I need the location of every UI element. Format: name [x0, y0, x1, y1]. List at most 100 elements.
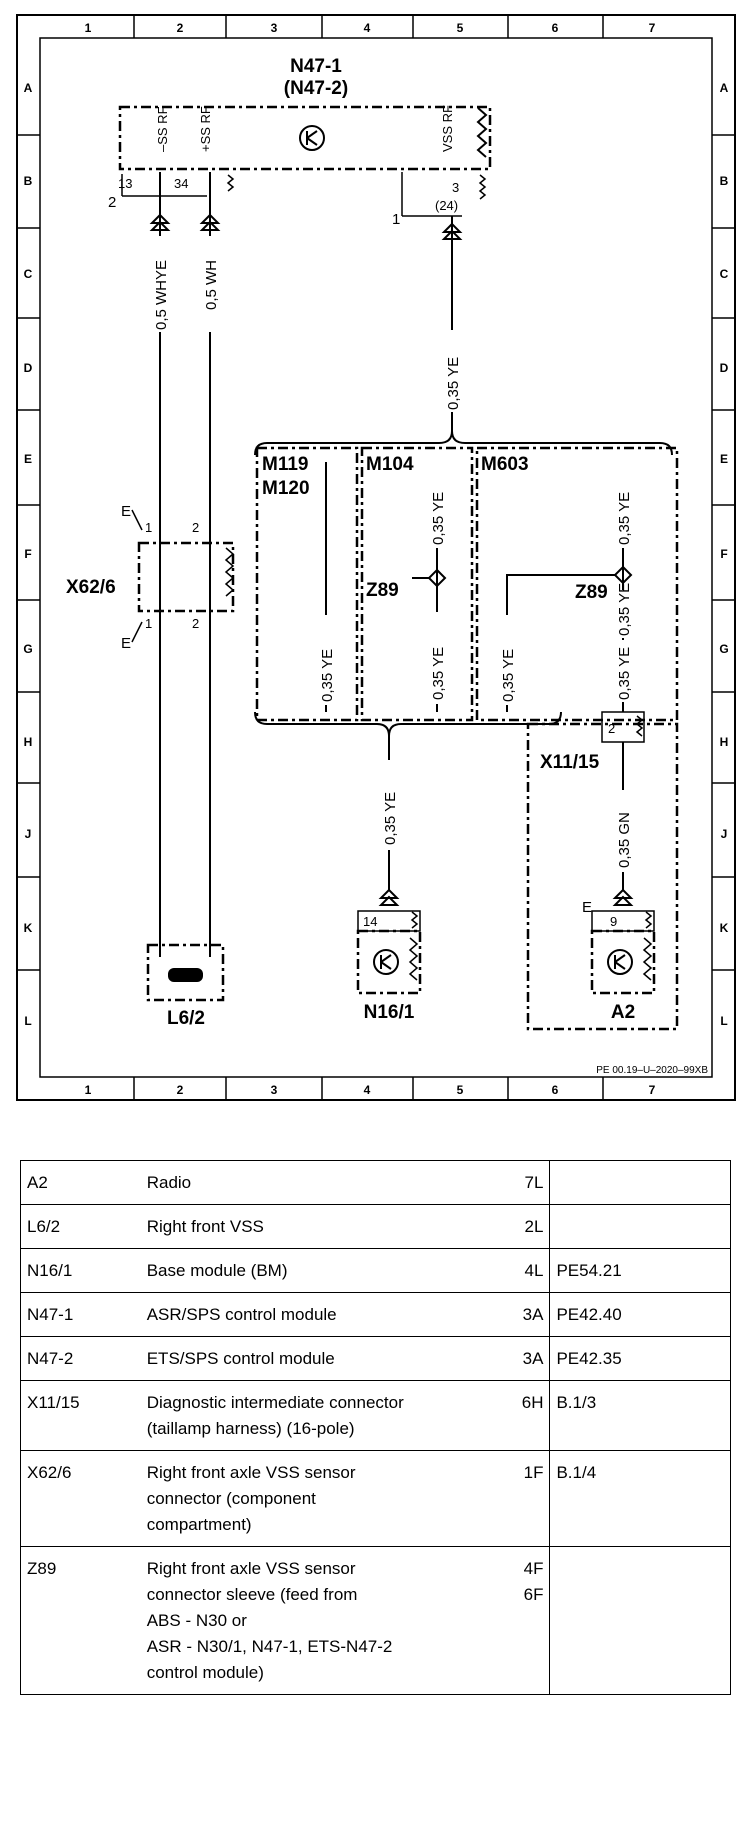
wiring-diagram: 1 2 3 4 5 6 7 1 2 3 4 5 6 7 A B C D E F …	[16, 14, 736, 1101]
a2-pin-9: 9	[610, 914, 617, 929]
wire-label-wh: 0,5 WH	[203, 260, 220, 310]
pin-ss-minus-label: –SS RF	[155, 106, 170, 152]
wire-label-m603-mid: 0,35 YE	[616, 583, 633, 636]
shield-squiggle-vss	[478, 174, 487, 200]
row-right-l: L	[720, 1014, 727, 1028]
n16-pin-14: 14	[363, 914, 377, 929]
x62-bottom-pin-1: 1	[145, 616, 152, 631]
a2-radio-box	[590, 929, 656, 995]
wire-label-gn: 0,35 GN	[616, 812, 633, 868]
legend-page-ref: PE42.40	[549, 1292, 731, 1337]
connector-arrow-a2	[612, 888, 634, 906]
legend-code: N16/1	[19, 1248, 141, 1293]
connector-arrow-n16	[378, 888, 400, 906]
legend-page-ref: B.1/4	[549, 1450, 731, 1547]
col-bot-4: 4	[364, 1083, 371, 1097]
row-left-h: H	[24, 735, 33, 749]
n47-shield-coil-icon	[476, 107, 488, 158]
m120-label: M120	[262, 478, 310, 499]
column-labels: 1 2 3 4 5 6 7 1 2 3 4 5 6 7	[85, 21, 656, 1097]
pin-ss-plus-label: +SS RF	[198, 106, 213, 152]
row-right-d: D	[720, 361, 729, 375]
a2-region-box	[526, 722, 679, 1031]
legend-description: Diagnostic intermediate connector (taill…	[140, 1380, 506, 1451]
z89-right-splice-icon	[613, 565, 633, 585]
x11-15-label: X11/15	[540, 752, 600, 773]
wire-label-m119: 0,35 YE	[319, 649, 336, 702]
shield-squiggle-b	[226, 174, 235, 192]
wire-label-n16: 0,35 YE	[382, 792, 399, 845]
n47-control-module-icon	[299, 125, 325, 151]
col-bot-7: 7	[649, 1083, 656, 1097]
diagram-inner-frame	[39, 37, 713, 1078]
col-bot-5: 5	[457, 1083, 464, 1097]
row-left-g: G	[23, 642, 32, 656]
pin-3: 3	[452, 180, 459, 195]
row-left-l: L	[24, 1014, 31, 1028]
legend-location: 4L	[505, 1248, 551, 1293]
x62-top-pin-1: 1	[145, 520, 152, 535]
row-right-b: B	[720, 174, 729, 188]
a2-e-label: E	[582, 899, 592, 916]
legend-description: Base module (BM)	[140, 1248, 506, 1293]
m104-label: M104	[366, 454, 414, 475]
legend-description: ETS/SPS control module	[140, 1336, 506, 1381]
legend-description: Right front axle VSS sensor connector (c…	[140, 1450, 506, 1547]
wire-label-ye-main: 0,35 YE	[445, 357, 462, 410]
legend-code: X11/15	[19, 1380, 141, 1451]
row-right-a: A	[720, 81, 729, 95]
x62-bottom-pin-2: 2	[192, 616, 199, 631]
z89-left-splice-icon	[427, 568, 447, 588]
col-top-2: 2	[177, 21, 184, 35]
row-left-c: C	[24, 267, 33, 281]
a2-label: A2	[611, 1002, 635, 1023]
legend-code: N47-2	[19, 1336, 141, 1381]
a2-pin-squiggle	[644, 911, 653, 929]
wire-label-m104-top: 0,35 YE	[430, 492, 447, 545]
legend-code: A2	[19, 1160, 141, 1205]
legend-location: 2L	[505, 1204, 551, 1249]
n16-control-module-icon	[373, 949, 399, 975]
row-right-h: H	[720, 735, 729, 749]
x11-shield-icon	[635, 715, 644, 737]
row-right-k: K	[720, 921, 729, 935]
legend-description: Right front axle VSS sensor connector sl…	[140, 1546, 506, 1695]
row-left-d: D	[24, 361, 33, 375]
z89-left-label: Z89	[366, 580, 399, 601]
x11-15-pin-2: 2	[608, 721, 615, 736]
row-left-b: B	[24, 174, 33, 188]
wire-label-m603-left: 0,35 YE	[500, 649, 517, 702]
wire-label-m603-low: 0,35 YE	[616, 647, 633, 700]
x62-shield-icon	[224, 547, 235, 597]
lead-1: 1	[392, 211, 400, 228]
pin-bracket-b	[121, 174, 207, 197]
lead-2: 2	[108, 194, 116, 211]
engine-variant-brace	[254, 430, 673, 456]
legend-page-ref	[549, 1204, 731, 1249]
legend-page-ref: PE42.35	[549, 1336, 731, 1381]
m119-label: M119	[262, 454, 308, 475]
legend-page-ref	[549, 1160, 731, 1205]
legend-description: Right front VSS	[140, 1204, 506, 1249]
l6-2-sensor-box	[146, 943, 225, 1002]
a2-pin-box	[591, 910, 655, 932]
legend-location: 1F	[505, 1450, 551, 1547]
diagram-frame	[16, 14, 736, 1101]
legend-location: 4F 6F	[505, 1546, 551, 1695]
x62-e-top: E	[121, 503, 131, 520]
legend-location: 3A	[505, 1336, 551, 1381]
row-left-e: E	[24, 452, 32, 466]
n16-1-label: N16/1	[364, 1002, 415, 1023]
m603-label: M603	[481, 454, 529, 475]
a2-shield-icon	[642, 937, 653, 981]
col-bot-3: 3	[271, 1083, 278, 1097]
pin-vss-rf-label: VSS RF	[440, 105, 455, 152]
row-right-f: F	[720, 547, 727, 561]
l6-2-label: L6/2	[167, 1008, 205, 1029]
